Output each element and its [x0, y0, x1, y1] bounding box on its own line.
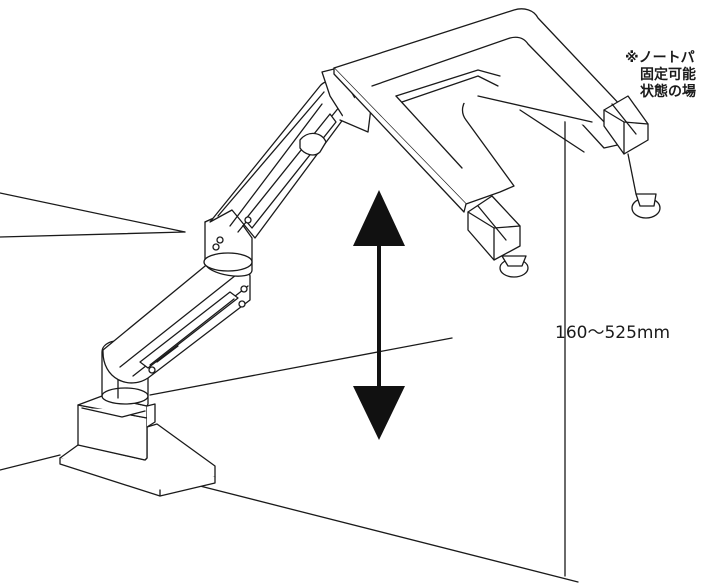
note-line-2: 固定可能 [640, 67, 696, 83]
tray-left-grip [467, 195, 529, 278]
elbow-joint [203, 209, 253, 277]
height-adjust-arrow [353, 190, 405, 440]
note-line-1: ※ノートパ [625, 50, 695, 66]
lower-arm [102, 257, 251, 384]
laptop-tray [333, 8, 643, 213]
callout-lines [0, 192, 186, 238]
desk-lines [0, 91, 579, 583]
note-line-3: 状態の場 [640, 84, 696, 100]
height-range-label: 160〜525mm [555, 323, 671, 343]
tray-right-grip [603, 95, 661, 219]
laptop-note: ※ノートパ 固定可能 状態の場 [625, 50, 696, 101]
base-clamp [59, 395, 216, 497]
upper-arm [209, 80, 351, 239]
